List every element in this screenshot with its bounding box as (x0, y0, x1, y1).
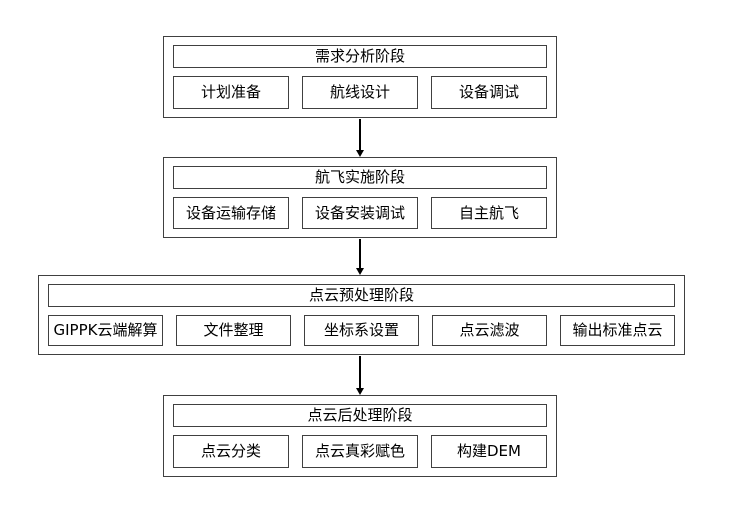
stage-items-row: GIPPK云端解算 文件整理 坐标系设置 点云滤波 输出标准点云 (48, 315, 675, 346)
arrow-line (359, 119, 361, 150)
stage-pointcloud-postprocessing: 点云后处理阶段 点云分类 点云真彩赋色 构建DEM (163, 395, 557, 477)
step-build-dem: 构建DEM (431, 435, 547, 468)
stage-title: 航飞实施阶段 (314, 168, 405, 186)
step-equipment-debugging: 设备调试 (431, 76, 547, 109)
stage-items-row: 设备运输存储 设备安装调试 自主航飞 (173, 197, 547, 229)
step-autonomous-flight: 自主航飞 (431, 197, 547, 229)
step-label: 计划准备 (200, 83, 261, 101)
arrow-down-icon (356, 268, 364, 275)
flow-arrow-1 (353, 119, 367, 157)
step-pointcloud-truecolor: 点云真彩赋色 (302, 435, 418, 468)
step-label: 点云真彩赋色 (314, 442, 405, 460)
stage-title: 需求分析阶段 (314, 47, 405, 65)
arrow-line (359, 239, 361, 268)
step-label: 坐标系设置 (323, 321, 399, 339)
stage-pointcloud-preprocessing: 点云预处理阶段 GIPPK云端解算 文件整理 坐标系设置 点云滤波 输出标准点云 (38, 275, 685, 355)
step-label: 航线设计 (329, 83, 390, 101)
stage-flight-implementation: 航飞实施阶段 设备运输存储 设备安装调试 自主航飞 (163, 157, 557, 238)
arrow-down-icon (356, 388, 364, 395)
stage-requirements-analysis: 需求分析阶段 计划准备 航线设计 设备调试 (163, 36, 557, 118)
step-equipment-install-debug: 设备安装调试 (302, 197, 418, 229)
step-pointcloud-classification: 点云分类 (173, 435, 289, 468)
step-label: 点云分类 (200, 442, 261, 460)
step-file-organization: 文件整理 (176, 315, 291, 346)
step-gippk-cloud-solution: GIPPK云端解算 (48, 315, 163, 346)
step-label: 设备调试 (458, 83, 519, 101)
step-pointcloud-filtering: 点云滤波 (432, 315, 547, 346)
flow-arrow-2 (353, 239, 367, 275)
step-label: 自主航飞 (458, 203, 519, 222)
stage-title-box: 点云后处理阶段 (173, 404, 547, 427)
stage-title-box: 点云预处理阶段 (48, 284, 675, 307)
step-label: 设备安装调试 (314, 203, 405, 222)
flow-arrow-3 (353, 356, 367, 395)
arrow-line (359, 356, 361, 388)
step-label: 文件整理 (203, 321, 264, 339)
step-label: 输出标准点云 (572, 321, 663, 339)
step-coordinate-system-setup: 坐标系设置 (304, 315, 419, 346)
step-plan-preparation: 计划准备 (173, 76, 289, 109)
step-label: 设备运输存储 (185, 203, 276, 222)
arrow-down-icon (356, 150, 364, 157)
step-output-standard-pointcloud: 输出标准点云 (560, 315, 675, 346)
step-equipment-transport-storage: 设备运输存储 (173, 197, 289, 229)
step-label: 构建DEM (457, 442, 521, 460)
stage-title: 点云预处理阶段 (308, 286, 414, 304)
step-label: 点云滤波 (459, 321, 520, 339)
step-label: GIPPK云端解算 (53, 321, 158, 339)
stage-title-box: 航飞实施阶段 (173, 166, 547, 189)
stage-items-row: 点云分类 点云真彩赋色 构建DEM (173, 435, 547, 468)
step-route-design: 航线设计 (302, 76, 418, 109)
stage-title-box: 需求分析阶段 (173, 45, 547, 68)
stage-title: 点云后处理阶段 (307, 406, 413, 424)
stage-items-row: 计划准备 航线设计 设备调试 (173, 76, 547, 109)
